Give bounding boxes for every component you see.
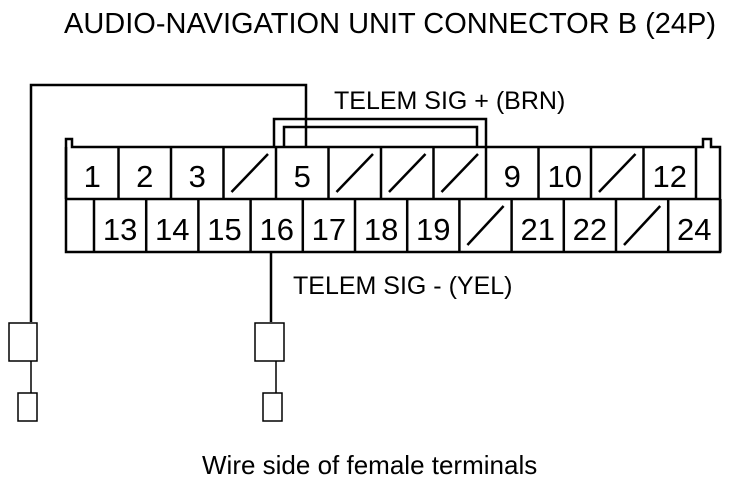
empty-cavity-slash — [440, 153, 479, 193]
empty-cavity-slash — [598, 153, 637, 193]
pin-number: 13 — [103, 212, 137, 247]
telem-sig-plus-wire — [29, 83, 308, 322]
pin-number: 12 — [653, 159, 687, 194]
terminal-body — [254, 322, 285, 362]
locking-tab — [272, 117, 488, 147]
terminal-body — [8, 322, 38, 362]
pin-number: 21 — [520, 212, 554, 247]
pin-number: 18 — [364, 212, 398, 247]
pin-number: 14 — [155, 212, 189, 247]
pin-number: 5 — [294, 159, 311, 194]
telem-sig-plus-label: TELEM SIG + (BRN) — [334, 87, 565, 115]
terminal-tip — [262, 392, 283, 422]
pin-number: 22 — [573, 212, 607, 247]
pin-number: 2 — [136, 159, 153, 194]
diagram-title: AUDIO-NAVIGATION UNIT CONNECTOR B (24P) — [64, 8, 716, 40]
connector-housing — [64, 137, 722, 254]
pin-number: 10 — [548, 159, 582, 194]
empty-cavity-slash — [335, 153, 374, 193]
empty-cavity-slash — [230, 153, 269, 193]
pin-number: 9 — [504, 159, 521, 194]
empty-cavity-slash — [623, 205, 662, 246]
telem-sig-minus-label: TELEM SIG - (YEL) — [293, 272, 512, 300]
pin-number: 3 — [189, 159, 206, 194]
pin-number: 1 — [84, 159, 101, 194]
pin-number: 17 — [312, 212, 346, 247]
terminal-tip — [17, 392, 38, 422]
diagram-footer: Wire side of female terminals — [202, 450, 537, 480]
connector-bottom-row: 13 14 15 16 17 18 19 21 22 24 — [92, 199, 722, 252]
pin-number: 19 — [416, 212, 450, 247]
empty-cavity-slash — [466, 205, 505, 246]
pin-number: 24 — [677, 212, 711, 247]
pin-number: 16 — [259, 212, 293, 247]
empty-cavity-slash — [388, 153, 427, 193]
pin-number: 15 — [207, 212, 241, 247]
